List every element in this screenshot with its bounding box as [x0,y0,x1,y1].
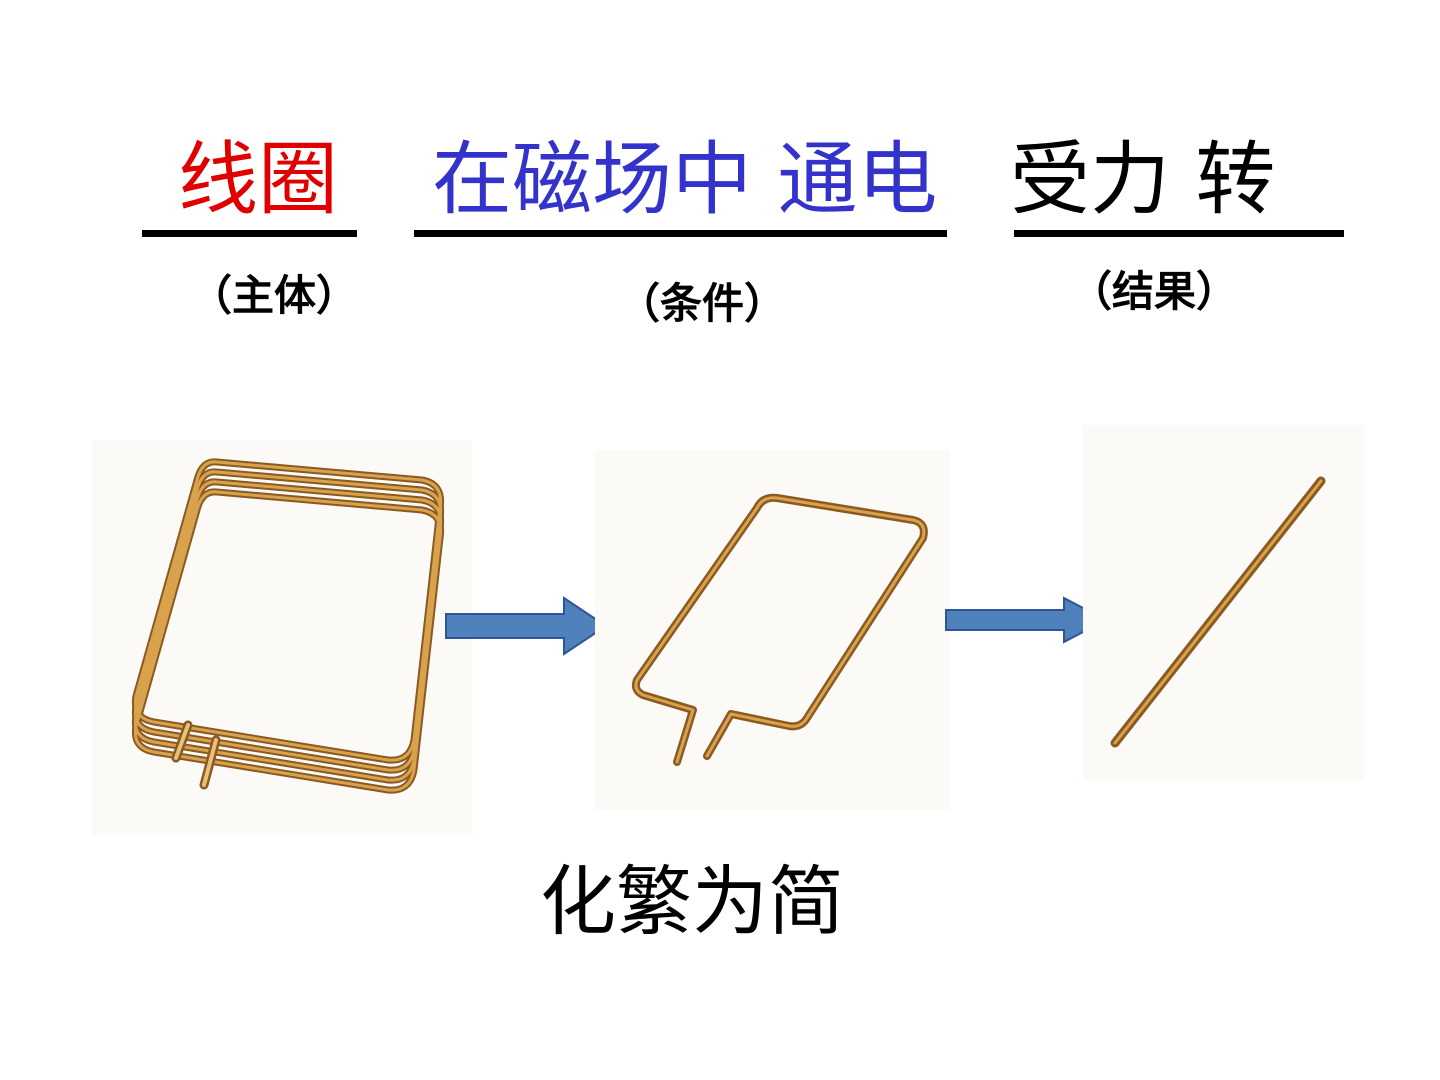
result-label: （结果） [1070,267,1239,316]
wire-panel [1083,425,1363,780]
condition-label: （条件） [618,279,787,328]
arrow-right-icon [445,596,608,656]
result-phrase: 受力 转 [1010,133,1276,226]
subject-underline [142,230,357,237]
result-underline [1014,230,1344,237]
coil-illustration-icon [131,458,445,794]
loop-panel [595,450,950,810]
subject-phrase: 线圈 [178,133,338,226]
subject-label: （主体） [190,271,359,320]
condition-underline [414,230,947,237]
coil-panel [92,440,472,835]
caption: 化繁为简 [540,857,844,946]
straight-wire-illustration-icon [1110,476,1326,748]
single-loop-illustration-icon [631,493,928,766]
condition-phrase: 在磁场中 通电 [432,133,938,226]
